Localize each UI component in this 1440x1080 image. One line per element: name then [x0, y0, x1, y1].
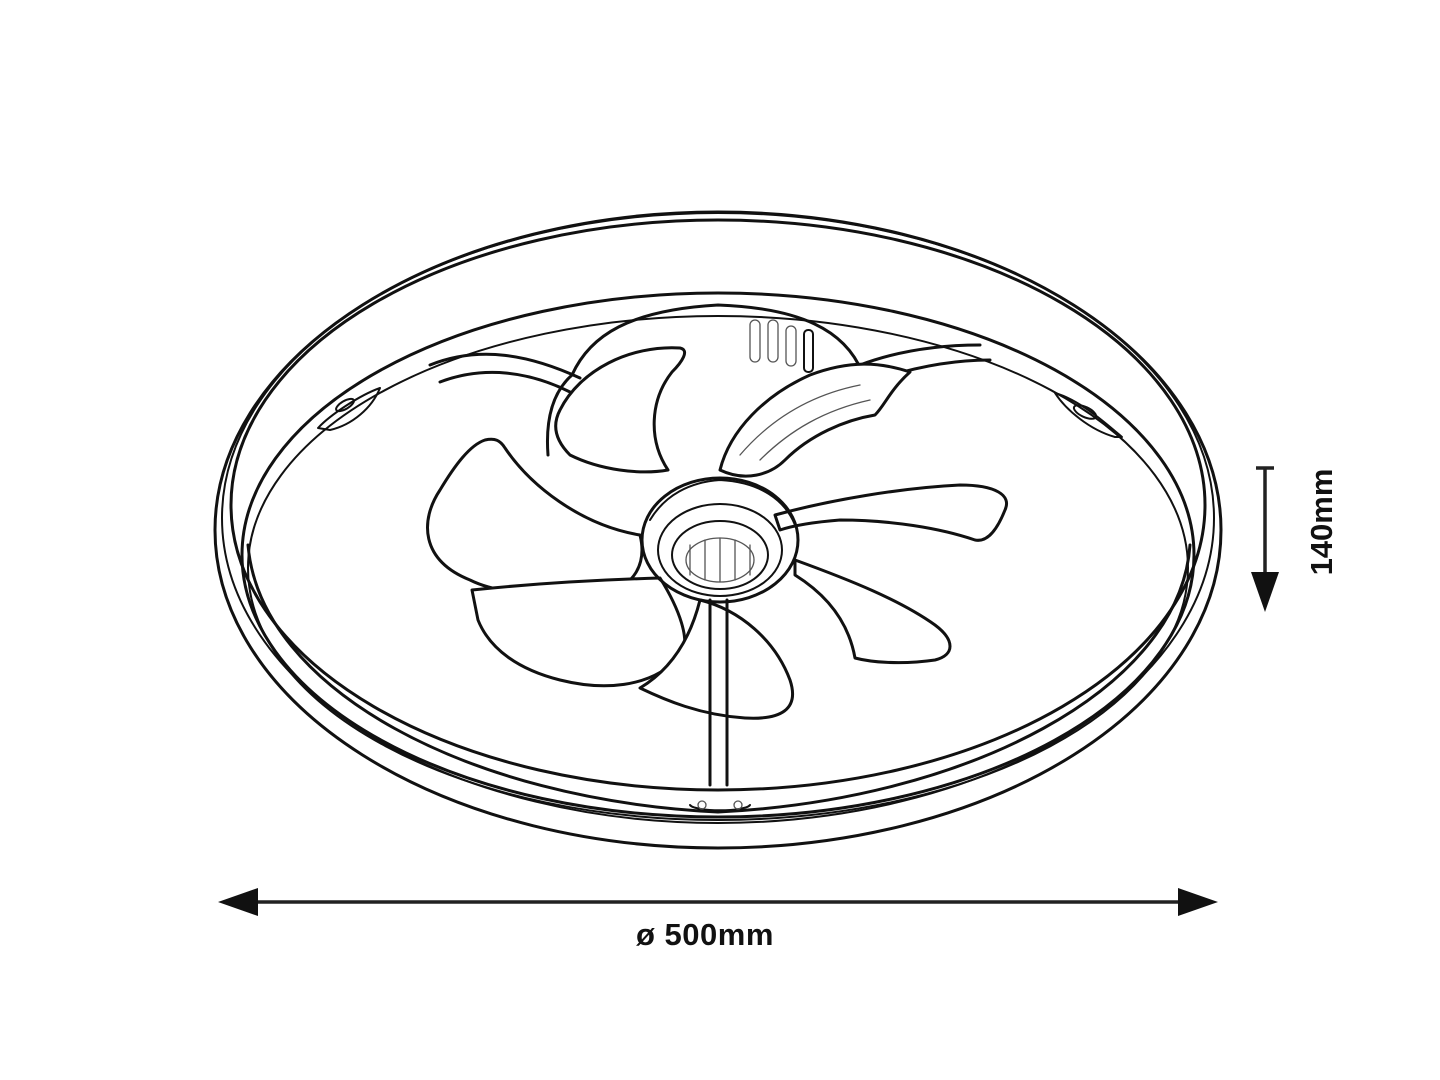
arrow-left-icon	[218, 888, 258, 916]
center-hub	[640, 476, 800, 604]
arrow-down-icon	[1251, 572, 1279, 612]
width-dimension-label: ø 500mm	[636, 917, 774, 952]
motor-housing	[545, 303, 864, 457]
outer-ring	[213, 210, 1223, 850]
fan-blade-4	[638, 598, 795, 720]
support-arms	[428, 343, 992, 394]
fan-blade-5	[793, 558, 952, 665]
mounting-clips	[317, 387, 1123, 438]
indicator-marks	[749, 319, 814, 373]
height-dimension-label: 140mm	[1304, 468, 1339, 576]
fan-blades	[426, 346, 1008, 720]
bottom-stem	[689, 598, 751, 812]
height-dimension	[1251, 466, 1279, 612]
fan-blade-3	[470, 576, 687, 688]
fan-blade-6	[773, 483, 1008, 542]
arrow-right-icon	[1178, 888, 1218, 916]
width-dimension	[218, 888, 1218, 916]
inner-ring	[240, 291, 1196, 821]
fan-blade-1	[554, 346, 686, 474]
